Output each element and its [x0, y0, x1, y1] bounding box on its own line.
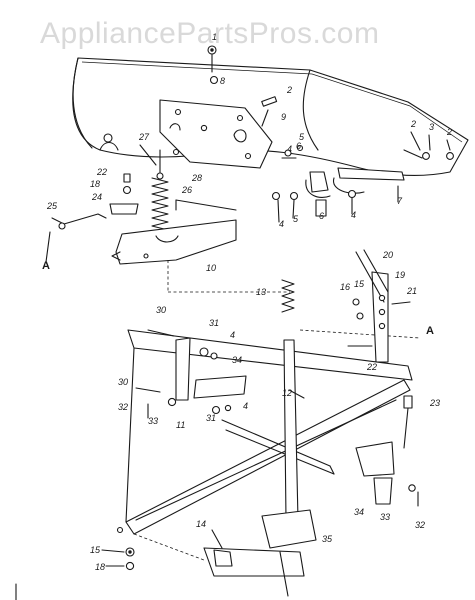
callout-3: 3 — [429, 122, 434, 132]
callout-4: 4 — [230, 330, 235, 340]
bolt-22 — [123, 173, 131, 183]
callout-14: 14 — [196, 519, 206, 529]
callout-33: 33 — [380, 512, 390, 522]
callout-10: 10 — [206, 263, 216, 273]
callout-25: 25 — [46, 201, 58, 211]
callout-5: 5 — [293, 214, 299, 224]
callout-18: 18 — [90, 179, 100, 189]
spring-13 — [281, 279, 295, 313]
callout-34: 34 — [232, 355, 242, 365]
washer — [209, 75, 219, 85]
callout-33: 33 — [148, 416, 158, 426]
callout-24: 24 — [91, 192, 102, 202]
callout-20: 20 — [382, 250, 393, 260]
upright-bracket — [347, 249, 411, 363]
callout-6: 6 — [296, 141, 301, 151]
callout-22: 22 — [366, 362, 377, 372]
callout-2: 2 — [446, 127, 452, 137]
callout-18: 18 — [95, 562, 105, 572]
callout-7: 7 — [397, 196, 403, 206]
callout-2: 2 — [410, 119, 416, 129]
callout-1: 1 — [212, 32, 217, 42]
callout-32: 32 — [415, 520, 425, 530]
callout-12: 12 — [282, 388, 292, 398]
callout-31: 31 — [209, 318, 219, 328]
rod-25 — [45, 213, 107, 267]
plow-blade — [72, 57, 469, 177]
callout-4: 4 — [351, 210, 356, 220]
callout-21: 21 — [406, 286, 417, 296]
bracket-24 — [109, 203, 139, 215]
callout-4: 4 — [243, 401, 248, 411]
skid-shoe — [333, 167, 405, 203]
mount-plate — [159, 99, 273, 169]
hardware-top — [200, 45, 454, 160]
callout-6: 6 — [319, 211, 324, 221]
callout-8: 8 — [220, 76, 225, 86]
callout-19: 19 — [395, 270, 405, 280]
blade-clip — [99, 141, 119, 151]
callout-11: 11 — [176, 420, 185, 430]
callout-22: 22 — [96, 167, 107, 177]
spring-assembly — [139, 144, 169, 235]
callout-4: 4 — [287, 144, 292, 154]
bolt-23-head — [403, 395, 413, 409]
callout-9: 9 — [281, 112, 286, 122]
blade-clips — [271, 171, 357, 223]
callout-28: 28 — [191, 173, 202, 183]
callout-2: 2 — [286, 85, 292, 95]
callout-27: 27 — [138, 132, 150, 142]
pin — [261, 96, 278, 107]
callout-4: 4 — [279, 219, 284, 229]
watermark-text: AppliancePartsPros.com — [40, 17, 379, 50]
callout-16: 16 — [340, 282, 350, 292]
callout-30: 30 — [156, 305, 166, 315]
nut-18 — [122, 185, 132, 195]
blade-rivet — [103, 133, 113, 143]
callout-15: 15 — [354, 279, 365, 289]
callout-23: 23 — [429, 398, 440, 408]
hardware-left — [109, 173, 139, 215]
right-side-hardware — [355, 395, 419, 507]
callout-35: 35 — [322, 534, 333, 544]
callout-26: 26 — [181, 185, 192, 195]
main-frame — [116, 329, 413, 535]
callout-A: A — [42, 260, 50, 272]
callout-32: 32 — [118, 402, 128, 412]
callout-A: A — [426, 325, 434, 337]
bracket-10 — [111, 199, 237, 265]
bottom-bracket — [133, 509, 317, 597]
callout-30: 30 — [118, 377, 128, 387]
bottom-left-hardware — [101, 529, 223, 571]
callout-34: 34 — [354, 507, 364, 517]
callout-13: 13 — [256, 287, 266, 297]
callout-5: 5 — [299, 132, 305, 142]
left-side-hardware — [135, 329, 247, 419]
callout-31: 31 — [206, 413, 216, 423]
callout-15: 15 — [90, 545, 101, 555]
